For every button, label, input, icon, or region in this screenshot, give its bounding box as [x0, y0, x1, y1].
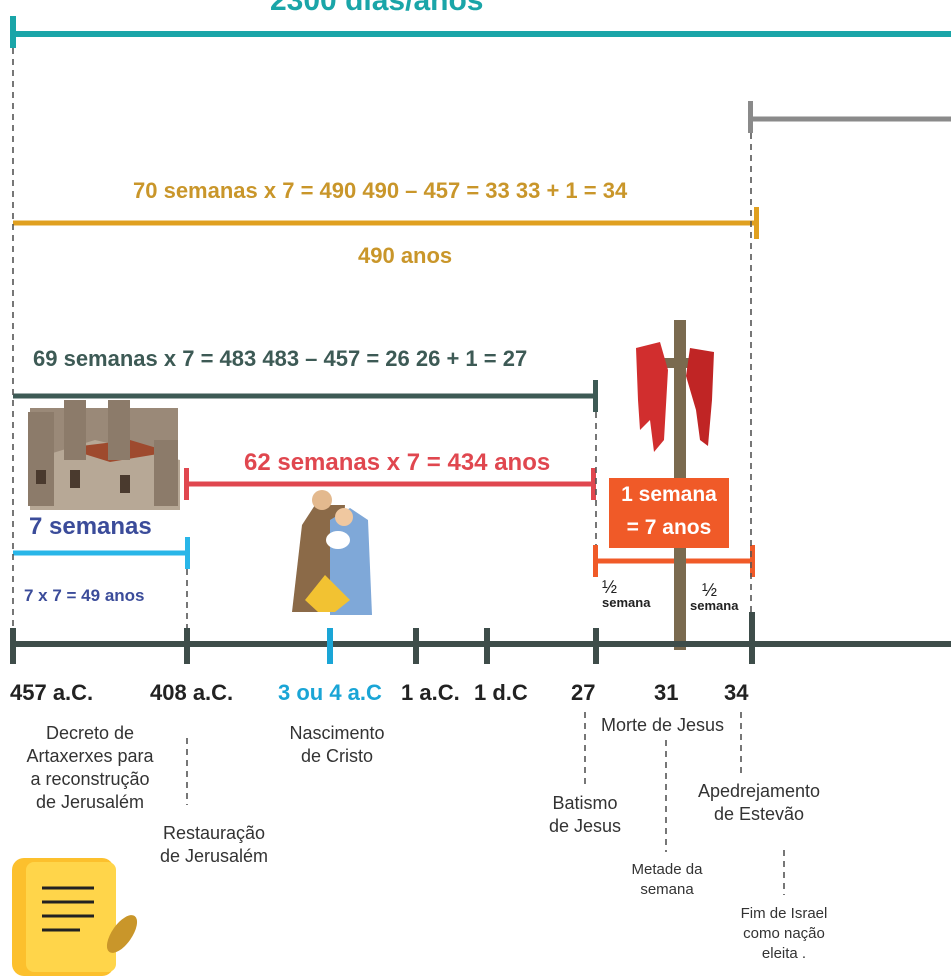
box-1-semana: 1 semana = 7 anos [609, 478, 729, 548]
label-7x7: 7 x 7 = 49 anos [24, 586, 145, 605]
axis-tick-1dc [484, 628, 490, 664]
tick-1-end [750, 545, 755, 577]
event-apedrejamento-line1: Apedrejamento [697, 781, 821, 801]
axis-tick-1ac [413, 628, 419, 664]
dashed-guides [12, 48, 785, 895]
half-symbol-left: ½ [602, 577, 618, 597]
event-apedrejamento-line2: de Estevão [713, 804, 805, 824]
year-31: 31 [654, 680, 679, 705]
event-restauracao: Restauração de Jerusalém [148, 822, 280, 868]
year-34: 34 [724, 680, 749, 705]
event-decreto-line3: a reconstrução [30, 769, 150, 789]
event-metade: Metade da semana [612, 860, 722, 900]
year-1-ac: 1 a.C. [401, 680, 460, 705]
tick-69-end [593, 380, 598, 412]
tick-2300-start [10, 16, 16, 48]
event-fim-line2: como nação [743, 925, 825, 942]
nativity-icon [292, 490, 372, 615]
half-word-right: semana [690, 598, 739, 613]
event-nascimento-line1: Nascimento [289, 723, 385, 743]
castle-icon [28, 400, 180, 510]
scroll-icon [12, 858, 138, 976]
year-1-dc: 1 d.C [474, 680, 528, 705]
axis-tick-408 [184, 628, 190, 664]
year-408-ac: 408 a.C. [150, 680, 234, 705]
year-457-ac: 457 a.C. [10, 680, 94, 705]
event-restauracao-line2: de Jerusalém [159, 846, 269, 866]
event-apedrejamento: Apedrejamento de Estevão [684, 780, 834, 826]
title-2300: 2300 dias/anos [270, 0, 484, 17]
tick-62-start [184, 468, 189, 500]
tick-62-end [591, 468, 596, 500]
axis-tick-34 [749, 612, 755, 664]
axis-tick-27 [593, 628, 599, 664]
event-batismo: Batismo de Jesus [540, 792, 630, 838]
tick-70-end [754, 207, 759, 239]
label-62-semanas: 62 semanas x 7 = 434 anos [244, 449, 551, 476]
axis-tick-457 [10, 628, 16, 664]
event-batismo-line2: de Jesus [548, 816, 622, 836]
label-70-semanas: 70 semanas x 7 = 490 490 – 457 = 33 33 +… [133, 178, 628, 203]
event-morte: Morte de Jesus [601, 715, 725, 735]
tick-1-start [593, 545, 598, 577]
event-restauracao-line1: Restauração [162, 823, 266, 843]
event-nascimento: Nascimento de Cristo [272, 722, 402, 768]
half-word-left: semana [602, 595, 651, 610]
event-fim-line3: eleita . [761, 945, 807, 962]
event-fim-line1: Fim de Israel [740, 905, 828, 922]
tick-7-end [185, 537, 190, 569]
event-decreto: Decreto de Artaxerxes para a reconstruçã… [4, 722, 176, 814]
axis-tick-3-4 [327, 628, 333, 664]
half-week-right: ½ semana [690, 580, 739, 613]
event-nascimento-line2: de Cristo [300, 746, 374, 766]
label-7-semanas: 7 semanas [29, 513, 152, 540]
year-27: 27 [571, 680, 596, 705]
event-metade-line2: semana [640, 881, 694, 898]
year-3-ou-4-ac: 3 ou 4 a.C [278, 680, 382, 705]
cross-icon [636, 320, 714, 650]
label-490-anos: 490 anos [358, 243, 453, 268]
box-1-semana-line2: = 7 anos [626, 516, 712, 539]
event-metade-line1: Metade da [631, 861, 703, 878]
half-week-left: ½ semana [602, 577, 651, 610]
event-decreto-line2: Artaxerxes para [26, 746, 154, 766]
tick-gray-start [748, 101, 753, 133]
event-decreto-line4: de Jerusalém [35, 792, 145, 812]
label-69-semanas: 69 semanas x 7 = 483 483 – 457 = 26 26 +… [33, 346, 528, 371]
event-fim: Fim de Israel como nação eleita . [724, 904, 844, 964]
half-symbol-right: ½ [702, 580, 718, 600]
event-batismo-line1: Batismo [552, 793, 618, 813]
event-decreto-line1: Decreto de [45, 723, 135, 743]
box-1-semana-line1: 1 semana [621, 483, 717, 506]
